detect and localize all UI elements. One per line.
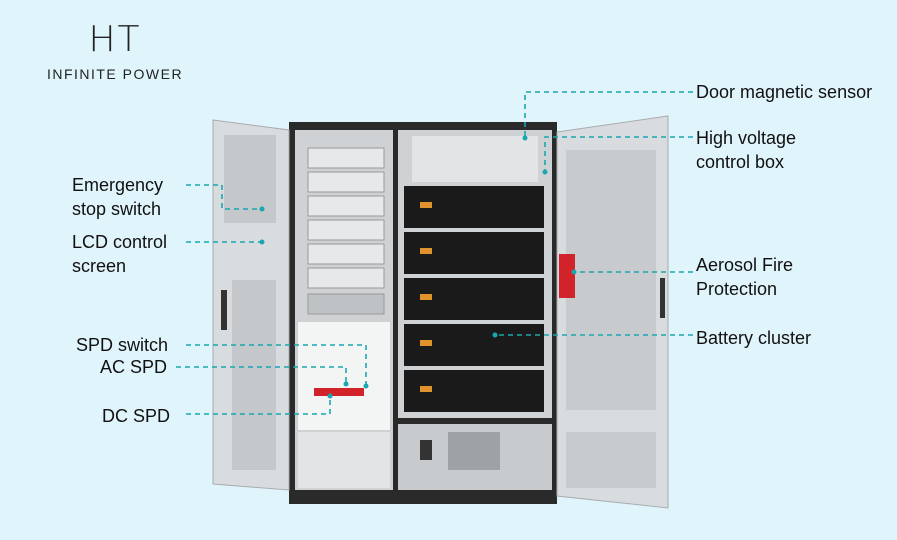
leader-dc-spd xyxy=(186,396,331,415)
pcs-modules xyxy=(307,147,385,315)
bottom-vent-grille xyxy=(448,432,500,470)
label-aerosol: Aerosol Fire Protection xyxy=(696,255,794,299)
left-door-handle xyxy=(221,290,227,330)
leader-ac-spd xyxy=(176,366,347,384)
leader-hv-box xyxy=(544,136,693,172)
label-door-sensor: Door magnetic sensor xyxy=(696,82,873,102)
label-lcd-screen: LCD control screen xyxy=(72,232,168,276)
leader-lines xyxy=(176,91,693,415)
terminal-panel xyxy=(298,432,390,488)
bottom-breaker xyxy=(420,440,432,460)
left-door-vent-top xyxy=(224,135,276,223)
aerosol-unit xyxy=(559,254,575,298)
dc-spd-switch xyxy=(314,388,364,396)
leader-emergency-stop xyxy=(186,184,262,210)
right-door-vent xyxy=(566,432,656,488)
brand-mark: HT xyxy=(88,19,142,60)
label-spd-switch: SPD switch xyxy=(76,335,169,355)
battery-modules xyxy=(404,186,544,412)
leader-door-sensor xyxy=(524,91,693,138)
label-ac-spd: AC SPD xyxy=(100,357,168,377)
label-dc-spd: DC SPD xyxy=(102,406,171,426)
right-door-panel xyxy=(566,150,656,410)
label-battery-cluster: Battery cluster xyxy=(696,328,812,348)
brand-logo: HT INFINITE POWER xyxy=(30,19,200,83)
label-hv-box: High voltage control box xyxy=(696,128,797,172)
label-emergency-stop: Emergency stop switch xyxy=(72,175,164,219)
brand-tagline: INFINITE POWER xyxy=(46,66,184,82)
leader-spd-switch xyxy=(186,344,367,386)
hv-control-box xyxy=(412,136,538,182)
switchgear-panel xyxy=(298,322,390,430)
right-door-handle xyxy=(660,278,665,318)
left-door-vent-bottom xyxy=(232,280,276,470)
leader-dots xyxy=(259,135,577,399)
